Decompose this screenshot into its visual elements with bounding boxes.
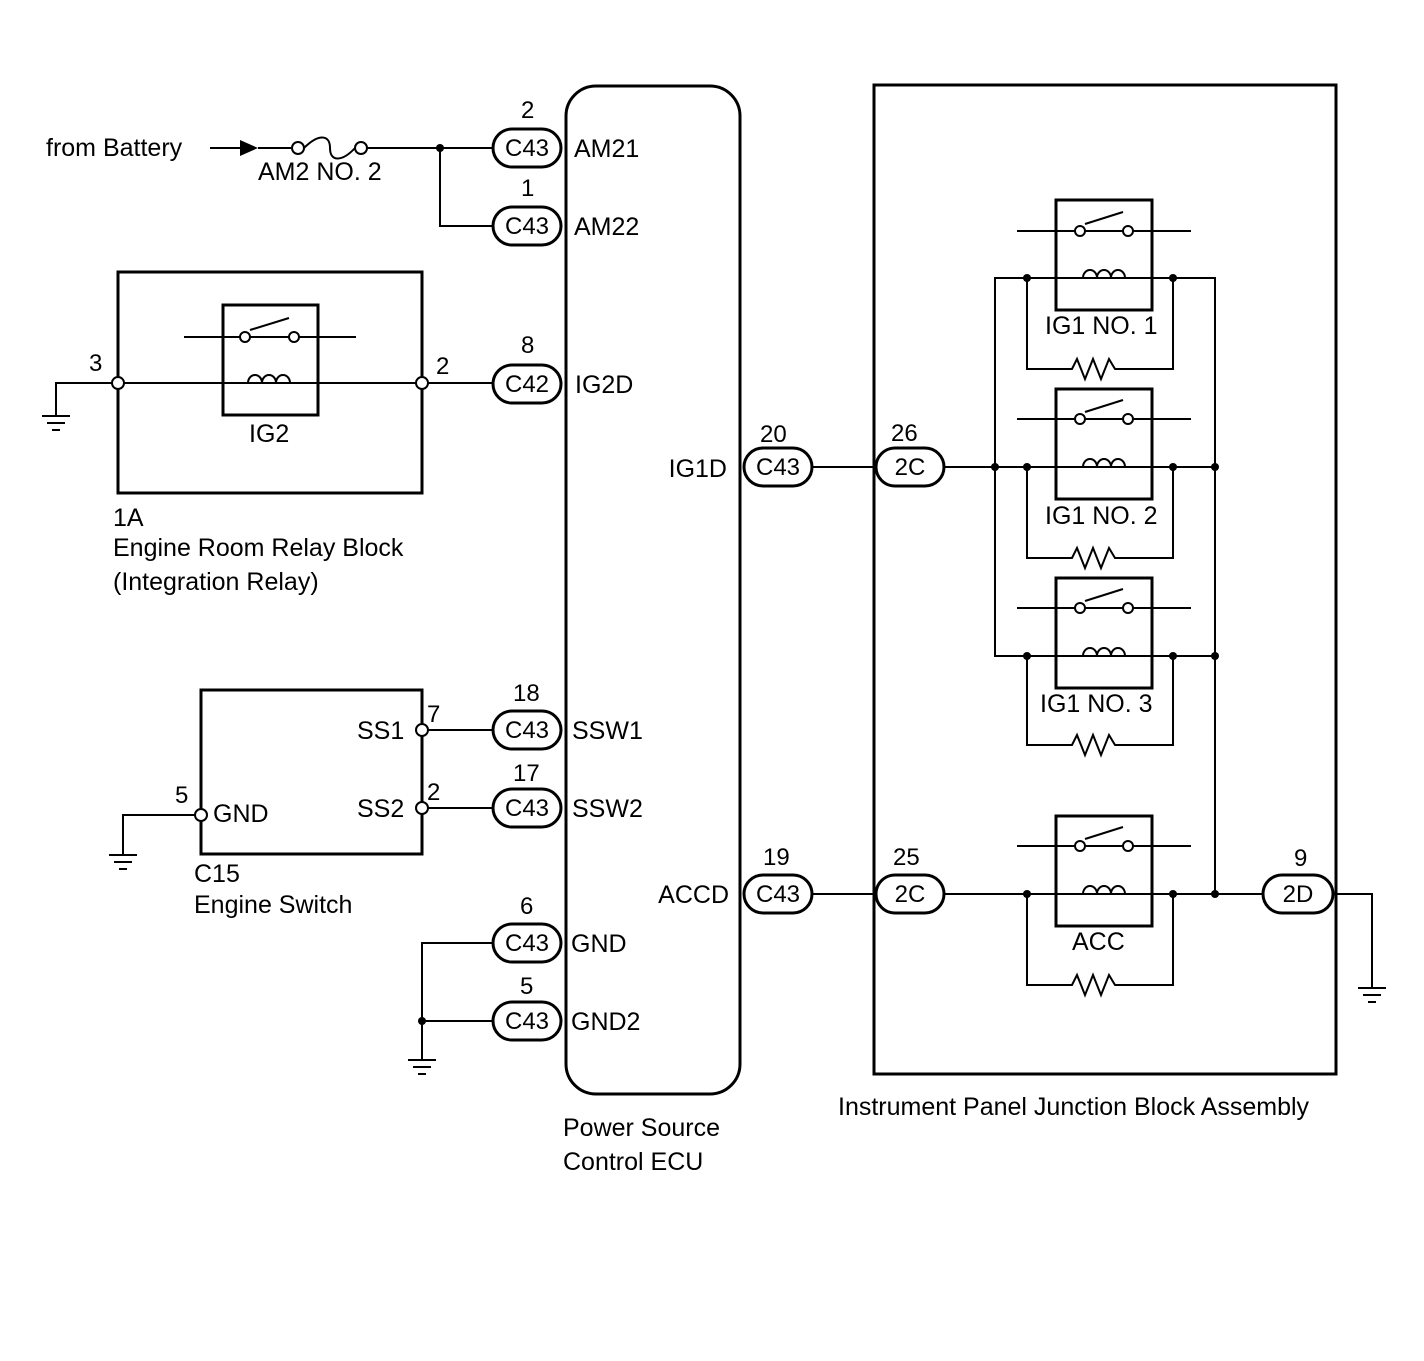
pin-number: 26 [891, 420, 918, 447]
pin-name: IG2D [575, 371, 633, 399]
coil-icon [1082, 647, 1126, 657]
engine-room-relay-block: 3 2 IG2 1A Engine Room Relay Block (Inte… [42, 270, 493, 596]
ground-icon [109, 814, 195, 870]
power-source-control-ecu: Power Source Control ECU [563, 84, 742, 1176]
battery-label: from Battery [46, 134, 183, 162]
ecu-label-line1: Power Source [563, 1114, 720, 1142]
engine-switch-code: C15 [194, 860, 240, 888]
connector-label: C43 [505, 213, 549, 240]
connector-label: C43 [505, 135, 549, 162]
relay-label: IG1 NO. 2 [1045, 502, 1158, 530]
ecu-pin-accd: ACCD 19 C43 [658, 844, 814, 915]
relay-label: IG2 [249, 420, 289, 448]
ecu-pin-gnd: 6 C43 GND [491, 893, 627, 964]
relay-ig1-no2 [1017, 387, 1191, 571]
pin-number: 2 [521, 97, 534, 124]
junction-block-box [872, 83, 1338, 1076]
ecu-pin-ssw1: 18 C43 SSW1 [491, 680, 643, 751]
relay-acc [1017, 814, 1191, 998]
ss2-pin: 2 [427, 779, 440, 806]
connector-label: C42 [505, 371, 549, 398]
coil-icon [247, 374, 291, 384]
resistor-icon [1026, 467, 1174, 571]
connector-label: C43 [505, 795, 549, 822]
relay-label: ACC [1072, 928, 1125, 956]
ecu-pin-am22: 1 C43 AM22 [491, 175, 639, 247]
coil-icon [1082, 885, 1126, 895]
pin-name: AM22 [574, 213, 639, 241]
fuse-icon [291, 136, 368, 160]
ecu-pin-am21: 2 C43 AM21 [491, 97, 639, 169]
pin-number-right: 2 [436, 353, 449, 380]
pin-name: GND [571, 930, 627, 958]
pin-name: GND2 [571, 1008, 640, 1036]
pin-name: ACCD [658, 881, 729, 909]
relay-ig1-no3 [1017, 576, 1191, 758]
ss1-pin: 7 [427, 701, 440, 728]
relay-ig1-no1 [1017, 198, 1191, 382]
junction-block-name: Instrument Panel Junction Block Assembly [838, 1093, 1310, 1121]
relay-label: IG1 NO. 1 [1045, 312, 1158, 340]
resistor-icon [1026, 894, 1174, 998]
connector-label: 2C [895, 454, 926, 481]
pin-name: SSW2 [572, 795, 643, 823]
connector-label: C43 [756, 881, 800, 908]
arrow-icon [240, 140, 258, 156]
pin-number: 6 [520, 893, 533, 920]
pin-name: AM21 [574, 135, 639, 163]
ground-icon [42, 382, 112, 431]
ss2-label: SS2 [357, 795, 404, 823]
pin-number: 18 [513, 680, 540, 707]
pin-number: 19 [763, 844, 790, 871]
connector-label: C43 [505, 930, 549, 957]
connector-label: C43 [505, 717, 549, 744]
pin-name: IG1D [669, 455, 727, 483]
connector-c43 [491, 127, 563, 169]
ecu-pin-ig2d: 8 C42 IG2D [491, 332, 633, 405]
pin-number: 1 [521, 175, 534, 202]
ground-icon [408, 1059, 436, 1075]
relay-block-name: Engine Room Relay Block [113, 534, 404, 562]
engine-switch-box [199, 688, 424, 856]
ecu-pin-ig1d: IG1D 20 C43 [669, 421, 814, 488]
pin-number: 17 [513, 760, 540, 787]
ground-icon [1333, 893, 1386, 1003]
relay-block-code: 1A [113, 504, 144, 532]
connector-label: 2C [895, 881, 926, 908]
battery-feed: from Battery AM2 NO. 2 [46, 134, 493, 227]
coil-icon [1082, 458, 1126, 468]
relay-label: IG1 NO. 3 [1040, 690, 1153, 718]
relay-ig2 [184, 303, 356, 417]
pin-number: 9 [1294, 845, 1307, 872]
connector-label: C43 [505, 1008, 549, 1035]
ecu-pin-ssw2: 17 C43 SSW2 [491, 760, 643, 829]
ecu-pin-gnd2: 5 C43 GND2 [491, 973, 640, 1042]
engine-switch-name: Engine Switch [194, 891, 352, 919]
ecu-body [564, 84, 742, 1096]
connector-c43 [491, 205, 563, 247]
gnd-pin: 5 [175, 782, 188, 809]
resistor-icon [1026, 656, 1174, 758]
pin-number: 20 [760, 421, 787, 448]
engine-switch: SS1 7 SS2 2 5 GND C15 Engine Switch [109, 688, 493, 919]
pin-number: 25 [893, 844, 920, 871]
fuse-label: AM2 NO. 2 [258, 158, 382, 186]
resistor-icon [1026, 278, 1174, 382]
connector-label: C43 [756, 454, 800, 481]
pin-number-left: 3 [89, 350, 102, 377]
ss1-label: SS1 [357, 717, 404, 745]
gnd-label: GND [213, 800, 269, 828]
relay-block-subname: (Integration Relay) [113, 568, 319, 596]
ecu-ground-wiring [408, 942, 493, 1075]
coil-icon [1082, 269, 1126, 279]
ecu-label-line2: Control ECU [563, 1148, 703, 1176]
pin-number: 8 [521, 332, 534, 359]
connector-label: 2D [1283, 881, 1314, 908]
pin-name: SSW1 [572, 717, 643, 745]
pin-number: 5 [520, 973, 533, 1000]
instrument-panel-junction-block: Instrument Panel Junction Block Assembly… [812, 83, 1386, 1121]
